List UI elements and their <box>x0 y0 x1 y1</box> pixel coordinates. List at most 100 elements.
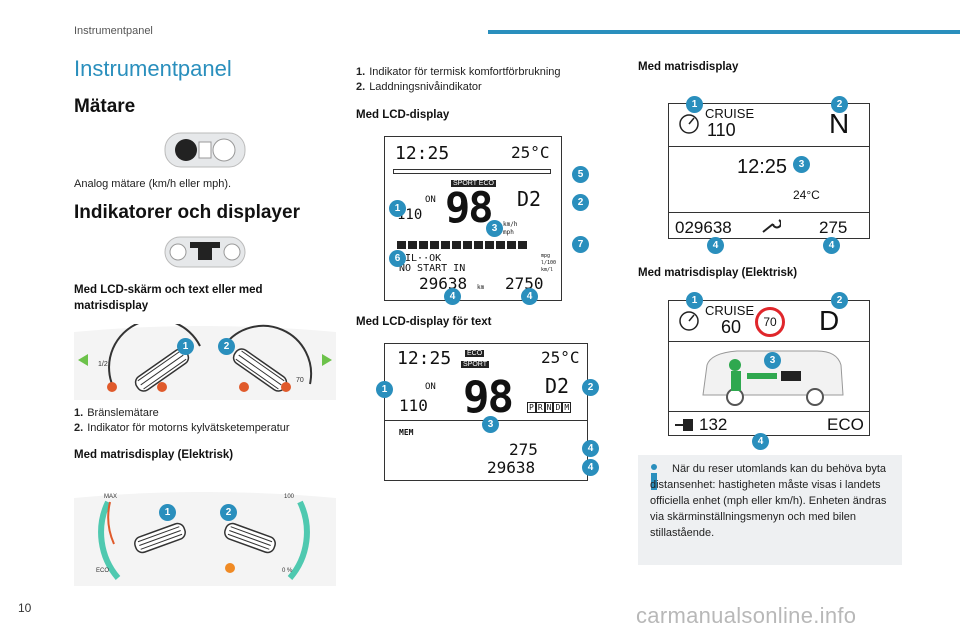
lcd-speed: 98 <box>445 183 494 232</box>
matrix-e-limit: 70 <box>755 307 785 337</box>
lcd-cruise-on: ON <box>425 195 436 205</box>
lcd2-odo: 29638 <box>487 458 536 477</box>
matrix-cruise: CRUISE <box>705 106 755 121</box>
section-heading-gauges: Mätare <box>74 96 136 117</box>
callout-e-2: 2 <box>831 292 848 309</box>
lcd-fuel-bar <box>397 241 527 249</box>
callout-m-4b: 4 <box>823 237 840 254</box>
list-item-thermal: 1.Indikator för termisk komfortförbrukni… <box>356 66 561 78</box>
lcd-display: 12:25 25°C SPORT ECO ON 110 98 D2 km/h m… <box>384 136 562 301</box>
lcd-unit-mph: mph <box>503 229 514 236</box>
lcd2-gear: D2 <box>545 374 570 398</box>
header-accent-bar <box>488 30 960 34</box>
lcd2-eco: ECO <box>465 350 485 357</box>
gauge-label-max: MAX <box>104 494 117 500</box>
callout-m-3: 3 <box>793 156 810 173</box>
lcd-oil: OIL··OK <box>399 253 442 264</box>
callout-e-3: 3 <box>764 352 781 369</box>
callout-1-fuel: 1 <box>177 338 194 355</box>
lcd2-mem: MEM <box>399 428 414 437</box>
callout-1-electric: 1 <box>159 504 176 521</box>
electric-gauges-figure: MAX 100 ECO 0 % <box>74 492 336 586</box>
gauge-label-0pct: 0 % <box>282 568 293 574</box>
callout-2-temp: 2 <box>218 338 235 355</box>
gauges-caption: Analog mätare (km/h eller mph). <box>74 178 232 190</box>
matrix-cruise-speed: 110 <box>707 120 736 140</box>
matrix-e-range: 132 <box>699 415 728 434</box>
gauge-tick-half: 1/2 <box>98 361 108 368</box>
callout-7: 7 <box>572 236 589 253</box>
info-note-box: När du reser utomlands kan du behöva byt… <box>638 455 902 565</box>
lcd-km: km <box>477 284 485 291</box>
callout-e-4: 4 <box>752 433 769 450</box>
lcd-odo: 29638 <box>419 274 468 293</box>
subheading-matrix: Med matrisdisplay <box>638 61 739 73</box>
list-item-coolant: 2.Indikator för motorns kylvätsketempera… <box>74 422 290 434</box>
lcd2-time: 12:25 <box>397 348 452 369</box>
watermark: carmanualsonline.info <box>636 603 857 628</box>
callout-m-2: 2 <box>831 96 848 113</box>
callout-lcd2-2: 2 <box>582 379 599 396</box>
gauge-tick-seventy: 70 <box>296 377 304 384</box>
lcd2-prndm: P R N D M <box>527 402 572 413</box>
matrix-temp: 24°C <box>793 188 820 202</box>
running-header: Instrumentpanel <box>74 25 153 37</box>
matrix-e-mode: ECO <box>827 415 864 434</box>
callout-1: 1 <box>389 200 406 217</box>
lcd2-temp: 25°C <box>541 348 580 367</box>
matrix-e-speed: 60 <box>721 317 742 337</box>
lcd2-speed: 98 <box>463 372 514 423</box>
matrix-time: 12:25 <box>737 156 788 178</box>
callout-2: 2 <box>572 194 589 211</box>
lcd2-cruise-on: ON <box>425 382 436 392</box>
lcd-unit-kmh: km/h <box>503 221 518 228</box>
lcd2-sport: SPORT <box>461 361 489 368</box>
lcd2-trip: 275 <box>509 440 538 459</box>
matrix-gear: N <box>829 108 850 139</box>
matrix-range: 275 <box>819 218 848 237</box>
subheading-lcd-text-display: Med LCD-display för text <box>356 316 492 328</box>
list-item-charge: 2.Laddningsnivåindikator <box>356 81 482 93</box>
info-icon <box>651 464 657 490</box>
page-number: 10 <box>18 601 32 615</box>
lcd-text-display: 12:25 ECO SPORT 25°C ON 110 98 D2 P R N … <box>384 343 588 481</box>
callout-6: 6 <box>389 250 406 267</box>
display-figure <box>164 236 246 268</box>
subheading-lcd: Med LCD-display <box>356 109 450 121</box>
callout-lcd2-4b: 4 <box>582 459 599 476</box>
wrench-icon <box>762 219 781 233</box>
page-title: Instrumentpanel <box>74 56 232 81</box>
gauge-label-eco: ECO <box>96 568 109 574</box>
lcd-temp: 25°C <box>511 143 550 162</box>
callout-m-1: 1 <box>686 96 703 113</box>
section-heading-indicators: Indikatorer och displayer <box>74 202 300 223</box>
matrix-e-gear: D <box>819 305 840 336</box>
callout-2-electric: 2 <box>220 504 237 521</box>
matrix-e-cruise: CRUISE <box>705 303 755 318</box>
matrix-display: CRUISE 110 N 12:25 24°C 029638 275 <box>668 103 870 239</box>
fuel-temp-gauges-figure: 1/2 70 <box>74 324 336 400</box>
matrix-odo: 029638 <box>675 218 732 237</box>
callout-lcd2-1: 1 <box>376 381 393 398</box>
lcd2-cruise-speed: 110 <box>399 396 428 415</box>
callout-5: 5 <box>572 166 589 183</box>
callout-3: 3 <box>486 220 503 237</box>
callout-4b: 4 <box>521 288 538 305</box>
lcd-mode: SPORT ECO <box>451 180 496 187</box>
lcd-start: NO START IN <box>399 263 466 274</box>
subheading-lcd-text: Med LCD-skärm och text eller med matrisd… <box>74 284 263 312</box>
list-item-fuel: 1.Bränslemätare <box>74 407 159 419</box>
charge-plug-icon <box>675 419 693 431</box>
callout-lcd2-3: 3 <box>482 416 499 433</box>
lcd-gear: D2 <box>517 187 542 211</box>
info-note-text: När du reser utomlands kan du behöva byt… <box>650 463 887 539</box>
speedometer-icon <box>679 114 699 134</box>
speedometer-icon <box>679 311 699 331</box>
subheading-matrix-electric-left: Med matrisdisplay (Elektrisk) <box>74 449 234 461</box>
subheading-matrix-electric: Med matrisdisplay (Elektrisk) <box>638 267 798 279</box>
callout-lcd2-4a: 4 <box>582 440 599 457</box>
callout-m-4a: 4 <box>707 237 724 254</box>
gauge-label-100: 100 <box>284 494 295 500</box>
callout-4a: 4 <box>444 288 461 305</box>
callout-e-1: 1 <box>686 292 703 309</box>
